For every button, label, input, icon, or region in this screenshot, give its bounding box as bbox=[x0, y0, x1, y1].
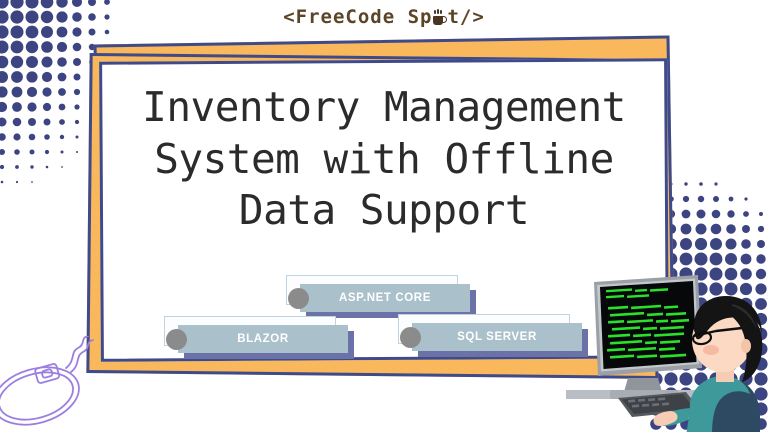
brand-prefix: <FreeCode Sp bbox=[283, 6, 433, 28]
tag-label: SQL SERVER bbox=[457, 331, 537, 343]
circle-bullet-icon bbox=[288, 288, 309, 309]
tag-label: BLAZOR bbox=[237, 333, 289, 345]
tag-label: ASP.NET CORE bbox=[339, 292, 431, 304]
computer-mouse-icon bbox=[0, 335, 122, 432]
person-coding-illustration bbox=[566, 258, 768, 432]
coffee-cup-icon bbox=[432, 9, 448, 25]
tag-chip: SQL SERVER bbox=[412, 323, 582, 351]
brand-suffix: t/> bbox=[447, 6, 485, 28]
page-title-text: Inventory Management System with Offline… bbox=[142, 83, 626, 235]
tag-chip: ASP.NET CORE bbox=[300, 284, 470, 312]
circle-bullet-icon bbox=[400, 327, 421, 348]
circle-bullet-icon bbox=[166, 329, 187, 350]
brand-logo[interactable]: <FreeCode Sp t/> bbox=[0, 6, 768, 28]
tag-chip: BLAZOR bbox=[178, 325, 348, 353]
page-title: Inventory Management System with Offline… bbox=[110, 82, 658, 237]
